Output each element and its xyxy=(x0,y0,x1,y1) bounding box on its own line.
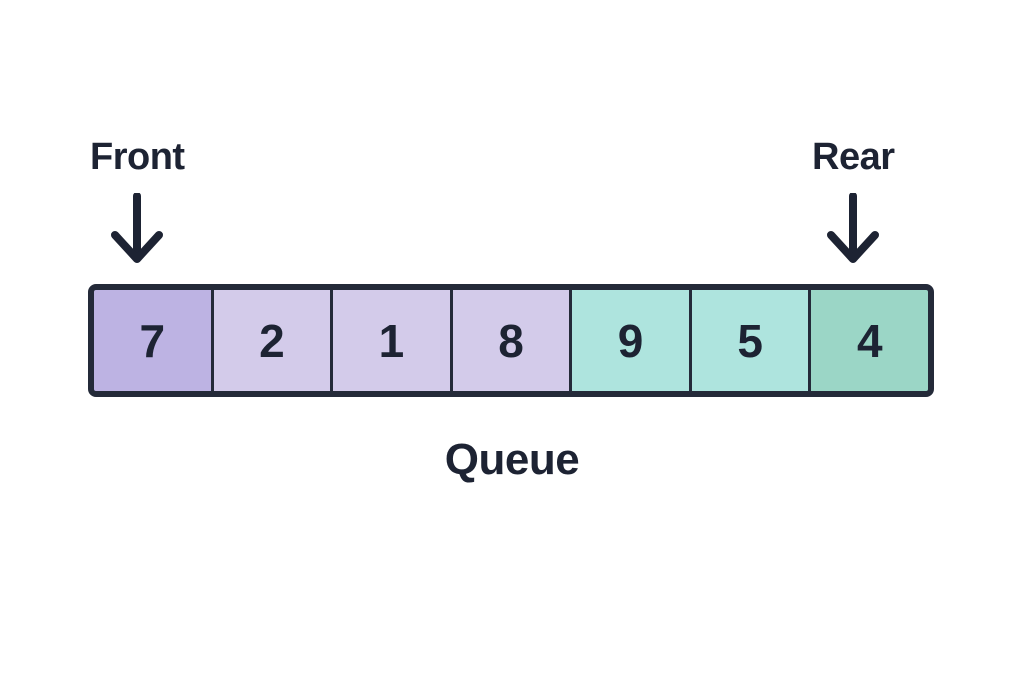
queue-cell-value: 5 xyxy=(737,314,763,367)
queue-container: 7 2 1 8 9 5 4 xyxy=(88,284,934,397)
arrow-down-icon xyxy=(111,193,164,263)
rear-pointer: Rear xyxy=(812,138,895,265)
queue-cell[interactable]: 9 xyxy=(572,290,692,391)
queue-cell-value: 8 xyxy=(498,314,524,367)
queue-cell[interactable]: 5 xyxy=(691,290,812,391)
queue-caption: Queue xyxy=(444,435,580,484)
queue-box: 7 2 1 8 9 5 4 xyxy=(88,284,934,397)
queue-cell[interactable]: 1 xyxy=(333,290,453,391)
queue-cell-value: 9 xyxy=(617,314,644,367)
queue-cell[interactable]: 7 xyxy=(94,290,214,391)
queue-cell-value: 7 xyxy=(139,314,166,367)
rear-pointer-label: Rear xyxy=(812,136,895,178)
queue-cell[interactable]: 2 xyxy=(213,290,334,391)
front-pointer-label: Front xyxy=(90,136,185,178)
arrow-down-icon xyxy=(827,193,880,263)
queue-cell-value: 2 xyxy=(259,314,285,367)
queue-cell-value: 4 xyxy=(856,314,883,367)
queue-cell[interactable]: 8 xyxy=(452,290,573,391)
queue-cell[interactable]: 4 xyxy=(811,290,928,391)
queue-cell-value: 1 xyxy=(378,314,405,367)
front-pointer: Front xyxy=(90,138,185,265)
